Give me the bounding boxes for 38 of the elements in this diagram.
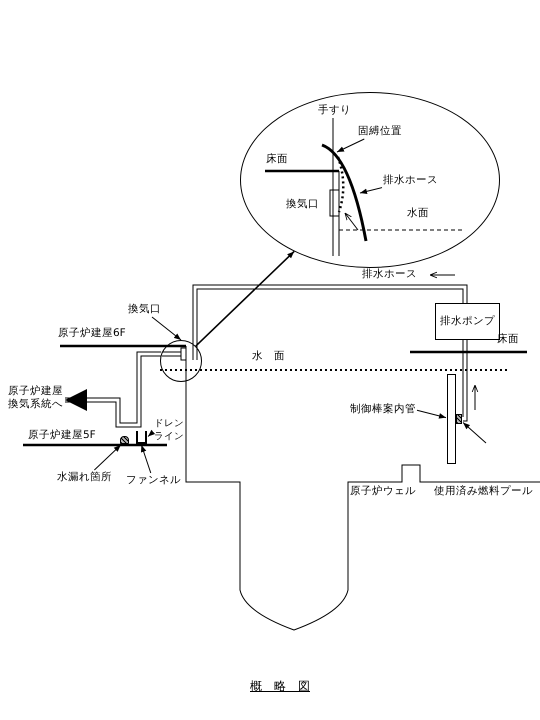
leader-line <box>152 316 182 340</box>
detail-circle <box>160 340 202 382</box>
leader-line <box>416 410 446 419</box>
pipe-arrow <box>64 352 162 428</box>
pipe <box>462 340 468 422</box>
caption: 概 略 図 <box>250 680 310 693</box>
callout-text: ドレンライン <box>154 417 184 443</box>
funnel <box>136 431 147 444</box>
leak-spot <box>120 436 129 444</box>
pipe <box>192 284 468 346</box>
callout-text: ファンネル <box>126 474 181 487</box>
part-label: 床面 <box>266 153 288 166</box>
floor-label: 原子炉建屋5F <box>28 429 96 442</box>
part-label: 水面 <box>407 207 429 220</box>
part-label: 手すり <box>318 104 351 117</box>
guide-tube-bar <box>447 374 456 464</box>
callout-text: 固縛位置 <box>358 125 402 138</box>
leader-line <box>94 444 122 470</box>
part-label: 換気口 <box>286 198 319 211</box>
arrow <box>195 250 295 347</box>
leader-line <box>360 187 382 194</box>
part-label: 排水ホース <box>362 268 417 281</box>
part-label: 水 面 <box>252 350 285 363</box>
destination-text: 原子炉建屋換気系統へ <box>8 385 64 411</box>
callout-text: 制御棒案内管 <box>350 403 416 416</box>
callout-text: 排水ホース <box>383 174 438 187</box>
callout-text: 水漏れ箇所 <box>57 471 112 484</box>
leader-line <box>462 422 486 444</box>
leader-line <box>148 430 156 437</box>
hose-clamp <box>456 414 462 424</box>
area-label: 使用済み燃料プール <box>434 485 533 498</box>
area-label: 原子炉ウェル <box>350 485 416 498</box>
leader-line <box>140 444 152 474</box>
pump-box: 排水ポンプ <box>435 303 500 340</box>
leader-line <box>336 138 365 152</box>
floor-label: 原子炉建屋6F <box>58 327 126 340</box>
enlarged-view-ellipse <box>240 92 500 268</box>
callout-text: 換気口 <box>128 303 161 316</box>
